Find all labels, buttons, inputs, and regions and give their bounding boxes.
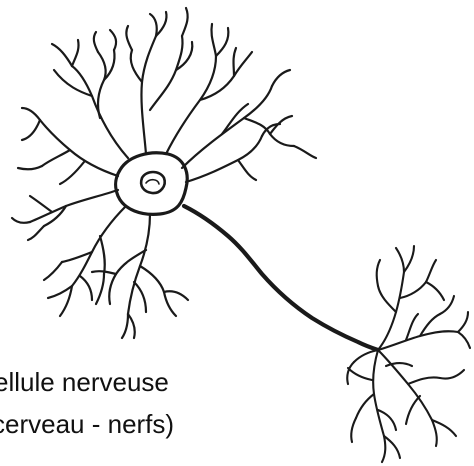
axon-terminals [347, 246, 470, 462]
figure-caption-line-2: cerveau - nerfs) [0, 411, 174, 437]
dendrites [12, 8, 316, 338]
axon [184, 206, 378, 350]
figure-caption-line-1: ellule nerveuse [0, 369, 169, 395]
